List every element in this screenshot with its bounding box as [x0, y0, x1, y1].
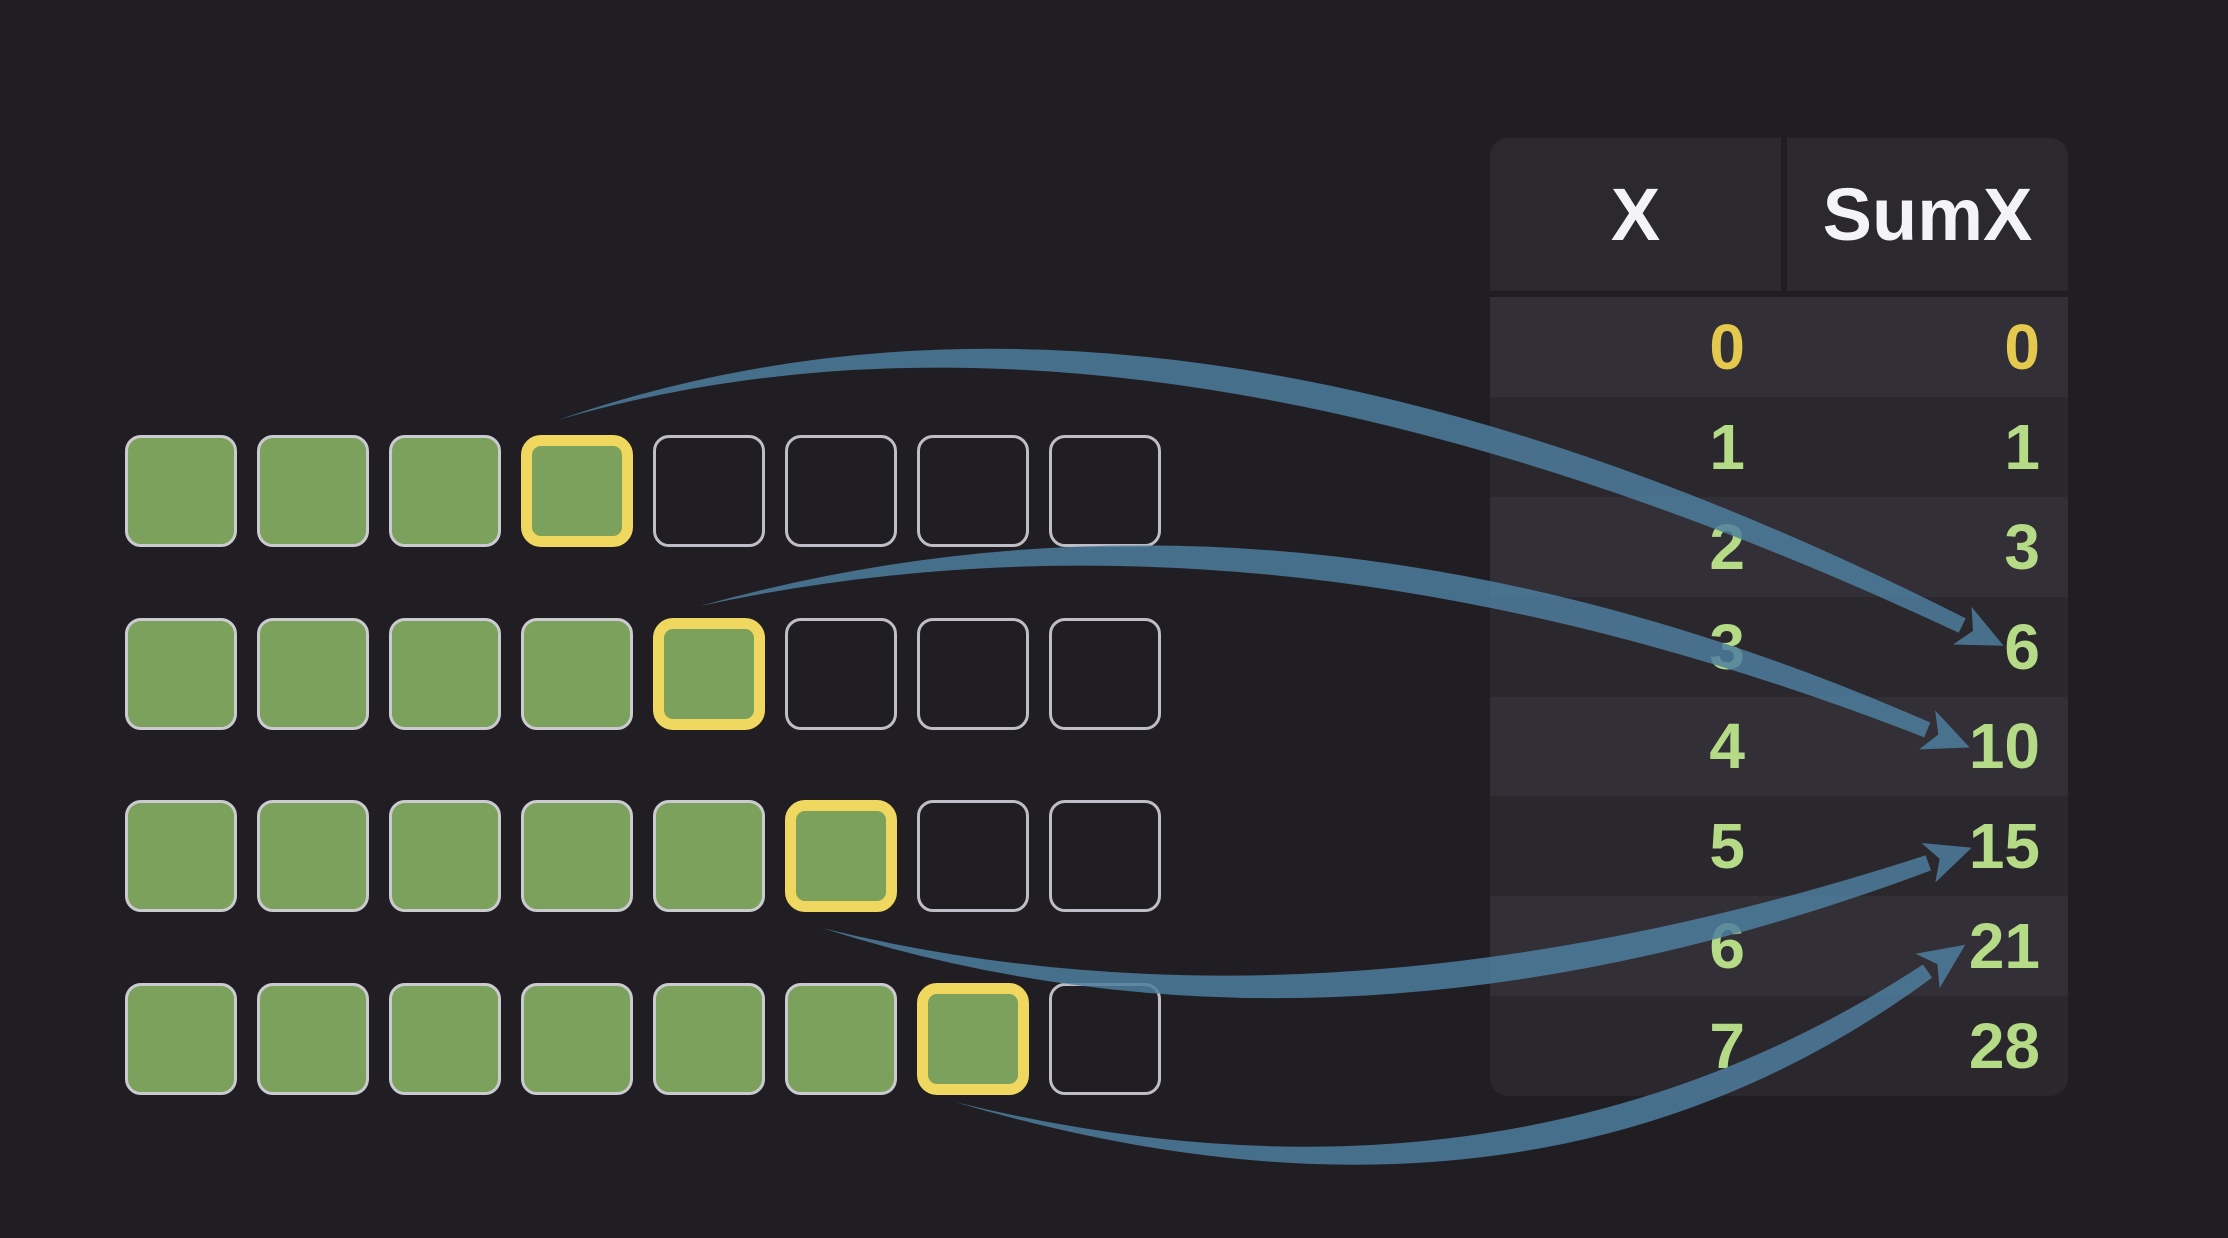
block-highlighted — [521, 435, 633, 547]
block-empty — [1049, 435, 1161, 547]
block-filled — [125, 435, 237, 547]
table-row: 4 10 — [1490, 696, 2068, 797]
block-filled — [257, 983, 369, 1095]
block-row — [125, 618, 1161, 730]
block-filled — [653, 800, 765, 912]
block-highlighted — [917, 983, 1029, 1095]
block-empty — [917, 800, 1029, 912]
block-filled — [389, 800, 501, 912]
block-empty — [785, 435, 897, 547]
sumx-value-cell: 6 — [2004, 610, 2040, 683]
block-row — [125, 983, 1161, 1095]
block-empty — [653, 435, 765, 547]
block-row — [125, 435, 1161, 547]
x-value-cell: 6 — [1709, 910, 1745, 983]
x-value-cell: 2 — [1709, 510, 1745, 583]
block-filled — [125, 618, 237, 730]
table-header-x: X — [1490, 138, 1781, 291]
sumx-value-cell: 3 — [2004, 510, 2040, 583]
block-filled — [125, 983, 237, 1095]
block-empty — [917, 618, 1029, 730]
block-filled — [257, 618, 369, 730]
sumx-value-cell: 15 — [1968, 810, 2040, 883]
x-value-cell: 5 — [1709, 810, 1745, 883]
sumx-value-cell: 10 — [1968, 710, 2040, 783]
x-value-cell: 4 — [1709, 710, 1745, 783]
table-row: 7 28 — [1490, 996, 2068, 1096]
header-column-divider — [1781, 138, 1787, 291]
block-empty — [785, 618, 897, 730]
block-filled — [389, 983, 501, 1095]
block-filled — [521, 618, 633, 730]
table-header-sumx: SumX — [1787, 138, 2068, 291]
x-value-cell: 3 — [1709, 610, 1745, 683]
block-filled — [257, 435, 369, 547]
sumx-value-cell: 0 — [2004, 310, 2040, 383]
block-filled — [389, 435, 501, 547]
sumx-value-cell: 28 — [1968, 1010, 2040, 1083]
block-filled — [653, 983, 765, 1095]
table-row: 6 21 — [1490, 896, 2068, 997]
block-row — [125, 800, 1161, 912]
block-empty — [1049, 983, 1161, 1095]
table-header-row: X SumX — [1490, 138, 2068, 291]
x-value-cell: 0 — [1709, 310, 1745, 383]
sumx-value-cell: 1 — [2004, 410, 2040, 483]
x-value-cell: 7 — [1709, 1010, 1745, 1083]
x-value-cell: 1 — [1709, 410, 1745, 483]
header-body-divider — [1490, 291, 2068, 297]
block-highlighted — [785, 800, 897, 912]
table-row: 5 15 — [1490, 796, 2068, 897]
block-filled — [521, 983, 633, 1095]
block-filled — [521, 800, 633, 912]
block-filled — [785, 983, 897, 1095]
block-filled — [257, 800, 369, 912]
block-empty — [1049, 618, 1161, 730]
block-filled — [389, 618, 501, 730]
block-empty — [917, 435, 1029, 547]
block-highlighted — [653, 618, 765, 730]
block-empty — [1049, 800, 1161, 912]
block-filled — [125, 800, 237, 912]
sumx-value-cell: 21 — [1968, 910, 2040, 983]
